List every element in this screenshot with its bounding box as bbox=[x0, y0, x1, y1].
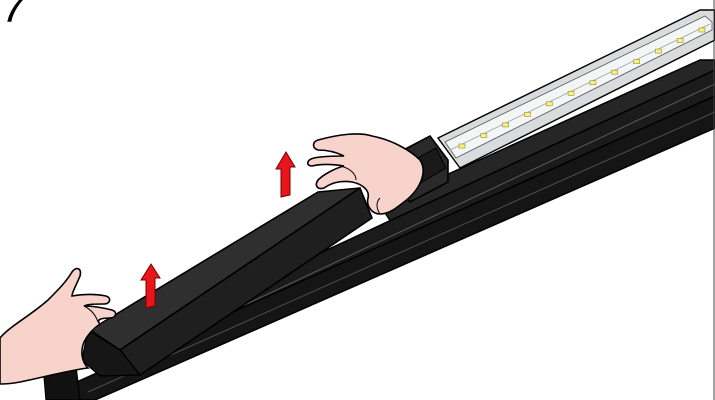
led-chip bbox=[546, 102, 552, 106]
led-chip bbox=[459, 144, 465, 148]
led-chip bbox=[568, 91, 574, 95]
led-chip bbox=[677, 39, 683, 43]
led-chip bbox=[612, 70, 618, 74]
led-chip bbox=[655, 49, 661, 53]
up-arrow-icon bbox=[276, 152, 295, 197]
led-chip bbox=[503, 123, 509, 127]
led-chip bbox=[590, 81, 596, 85]
led-chip bbox=[634, 60, 640, 64]
lift-arrow-right bbox=[276, 152, 295, 197]
led-chip bbox=[699, 28, 705, 32]
led-chip bbox=[524, 112, 530, 116]
led-chip bbox=[481, 133, 487, 137]
